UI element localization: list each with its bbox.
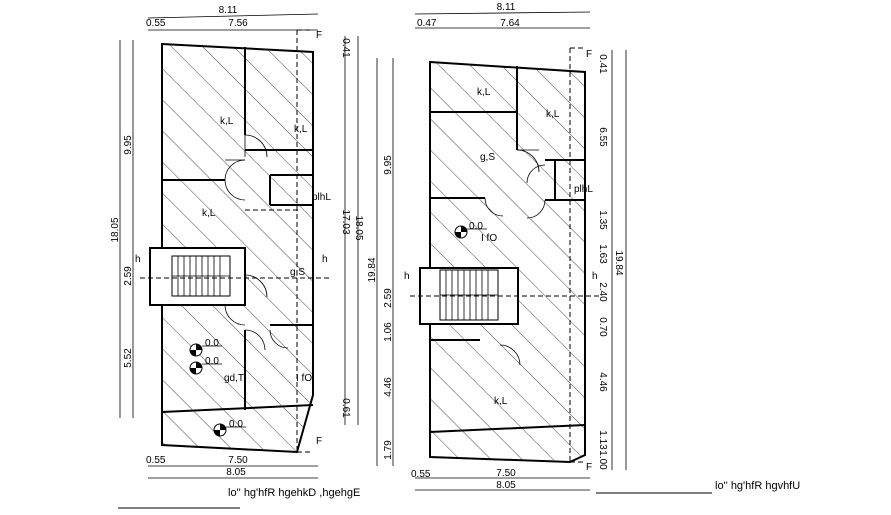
dim-left-a: 9.95 — [123, 135, 134, 155]
dim-right-f: 0.70 — [597, 317, 608, 337]
left-outer-wall — [161, 42, 314, 454]
right-wall — [429, 424, 586, 433]
dim-top-main: 7.56 — [228, 18, 248, 29]
section-mark: h — [135, 254, 141, 265]
section-mark: h — [404, 271, 410, 282]
right-outer-wall — [429, 60, 586, 464]
level-value: 0.0 — [205, 338, 219, 349]
level-value: 0.0 — [205, 356, 219, 367]
dim-left-d: 4.46 — [383, 377, 394, 397]
room-label: plhL — [312, 192, 331, 203]
room-label: k,L — [477, 87, 491, 98]
dim-right-d: 1.63 — [597, 244, 608, 264]
room-label: k,L — [202, 208, 216, 219]
dim-left-b: 2.59 — [383, 288, 394, 308]
dim-right-total: 19.84 — [613, 250, 624, 275]
section-mark: F — [316, 30, 322, 41]
room-label: g,S — [290, 267, 305, 278]
section-mark: F — [586, 49, 592, 60]
room-label: k,L — [220, 116, 234, 127]
dim-left-b: 2.59 — [123, 266, 134, 286]
section-mark: F — [586, 462, 592, 473]
dim-bottom-main: 7.50 — [228, 455, 248, 466]
dim-right-b: 6.55 — [597, 127, 608, 147]
level-symbol — [189, 343, 222, 357]
right-dimension-lines — [376, 11, 627, 491]
level-symbol — [189, 361, 222, 375]
right-door-swings — [484, 149, 546, 366]
dim-total-width: 8.11 — [497, 2, 516, 13]
dim-left-c: 1.06 — [383, 322, 394, 342]
dim-right-g: 4.46 — [597, 372, 608, 392]
dim-total-width: 8.11 — [219, 5, 238, 16]
section-mark: F — [316, 436, 322, 447]
stair-treads — [440, 270, 498, 320]
dim-right-h: 1.13 — [597, 430, 608, 450]
level-symbol — [454, 225, 487, 239]
left-plan: 8.11 0.55 7.56 0.55 7.50 8.05 18.05 9.95… — [110, 5, 364, 509]
level-symbol — [213, 423, 246, 437]
left-wall — [161, 404, 314, 413]
dim-left-c: 5.52 — [123, 348, 134, 368]
dim-left-e: 1.79 — [383, 440, 394, 460]
right-plan-hatch — [430, 62, 585, 462]
dim-bottom-left: 0.55 — [146, 455, 166, 466]
dim-right-a: 0.41 — [340, 38, 351, 58]
dim-bottom-main: 7.50 — [496, 468, 516, 479]
dim-right-e: 2.40 — [597, 282, 608, 302]
dim-right-a: 0.41 — [597, 54, 608, 74]
room-label: I fO — [296, 373, 312, 384]
room-label: gd,T — [224, 373, 244, 384]
room-label: plhL — [574, 184, 593, 195]
level-value: 0.0 — [229, 419, 243, 430]
room-label: k,L — [546, 109, 560, 120]
room-label: I fO — [481, 233, 497, 244]
plan-caption: lo'' hg'hfR hgehkD ,hgehgE — [228, 487, 360, 499]
dim-top-left: 0.47 — [417, 18, 437, 29]
room-label: g,S — [480, 152, 495, 163]
dim-bottom-left: 0.55 — [411, 469, 431, 480]
dim-right-total: 18.05 — [353, 215, 364, 240]
room-label: k,L — [294, 124, 308, 135]
dim-left-total: 19.84 — [367, 257, 378, 282]
dim-right-i: 1.00 — [597, 450, 608, 470]
section-mark: h — [322, 254, 328, 265]
dim-bottom-total: 8.05 — [226, 467, 246, 478]
left-dimension-lines — [119, 13, 359, 479]
section-mark: h — [592, 271, 598, 282]
stair-treads — [172, 256, 230, 296]
right-plan: 8.11 0.47 7.64 0.55 7.50 8.05 19.84 9.95… — [367, 2, 800, 494]
dim-right-b: 17.03 — [340, 209, 351, 234]
dim-left-a: 9.95 — [383, 155, 394, 175]
dim-top-left: 0.55 — [146, 18, 166, 29]
dim-top-main: 7.64 — [500, 18, 520, 29]
dim-left-total: 18.05 — [110, 217, 121, 242]
plan-caption: lo'' hg'hfR hgvhfU — [715, 480, 800, 492]
room-label: k,L — [494, 396, 508, 407]
dim-bottom-total: 8.05 — [496, 480, 516, 491]
dim-right-c: 0.61 — [340, 398, 351, 418]
dim-right-c: 1.35 — [597, 210, 608, 230]
left-door-swings — [224, 134, 289, 351]
level-value: 0.0 — [469, 221, 483, 232]
